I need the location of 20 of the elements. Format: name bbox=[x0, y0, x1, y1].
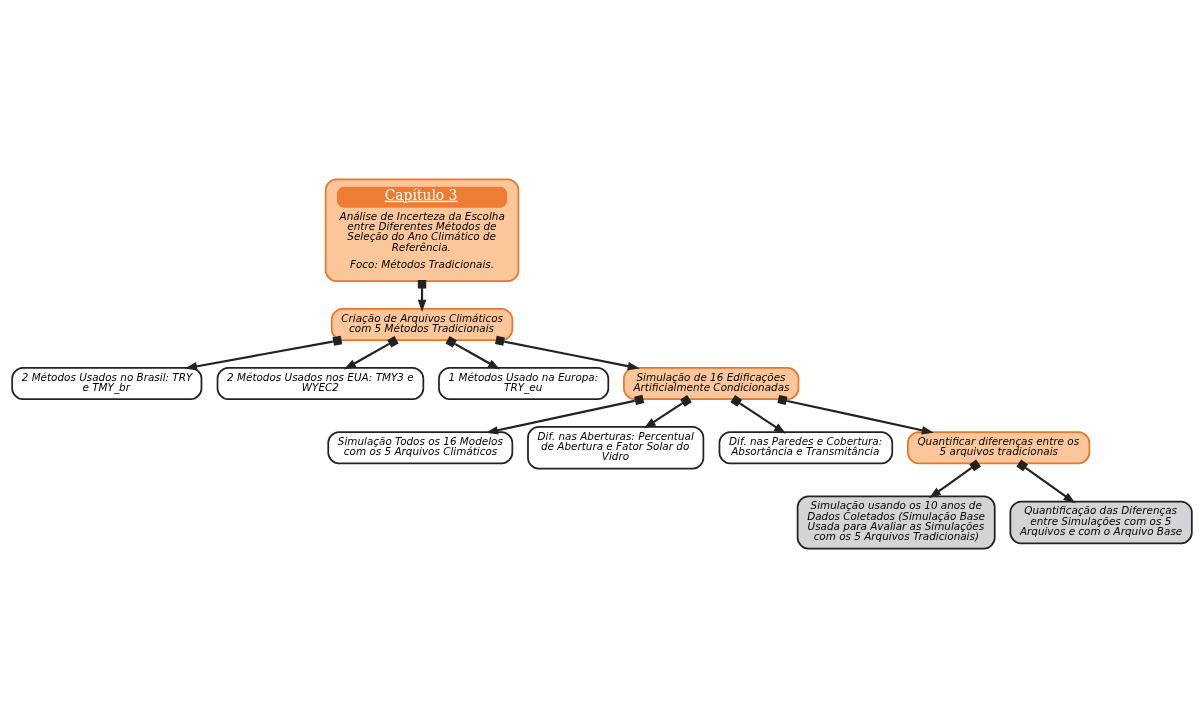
node-box: 1 Métodos Usado na Europa: TRY_eu bbox=[438, 366, 610, 400]
node-box: Quantificação das Diferenças entre Simulações com os 5 Arquivos e com o Arquivo Base bbox=[1009, 500, 1193, 544]
arrow bbox=[485, 394, 645, 434]
arrow bbox=[495, 335, 640, 370]
arrow bbox=[928, 459, 981, 498]
node-box: 2 Métodos Usados nos EUA: TMY3 e WYEC2 bbox=[216, 366, 425, 400]
node-box: Capítulo 3 Análise de Incerteza da Escolha entre Diferentes Métodos de Seleção do Ano Climático de Referência. Foco: Métodos Tradicionais. bbox=[324, 178, 520, 282]
arrow bbox=[730, 394, 786, 434]
node-box: 2 Métodos Usados no Brasil: TRY e TMY_br bbox=[11, 366, 203, 400]
arrow bbox=[1016, 459, 1076, 503]
arrow bbox=[445, 335, 501, 369]
arrow bbox=[643, 394, 692, 429]
node-box: Quantificar diferenças entre os 5 arquivos tradicionais bbox=[907, 430, 1091, 464]
arrow bbox=[184, 335, 343, 370]
node-box: Simulação Todos os 16 Modelos com os 5 Arquivos Climáticos bbox=[327, 430, 514, 464]
node-box: Dif. nas Paredes e Cobertura: Absortância e Transmitância bbox=[718, 430, 894, 464]
node-box: Simulação usando os 10 anos de Dados Coletados (Simulação Base Usada para Avaliar as Simulações com os 5 Arquivos Tradicionais) bbox=[796, 495, 996, 549]
node-box: Dif. nas Aberturas: Percentual de Abertura e Fator Solar do Vidro bbox=[527, 425, 705, 469]
arrow bbox=[343, 335, 399, 369]
arrow bbox=[777, 394, 934, 434]
